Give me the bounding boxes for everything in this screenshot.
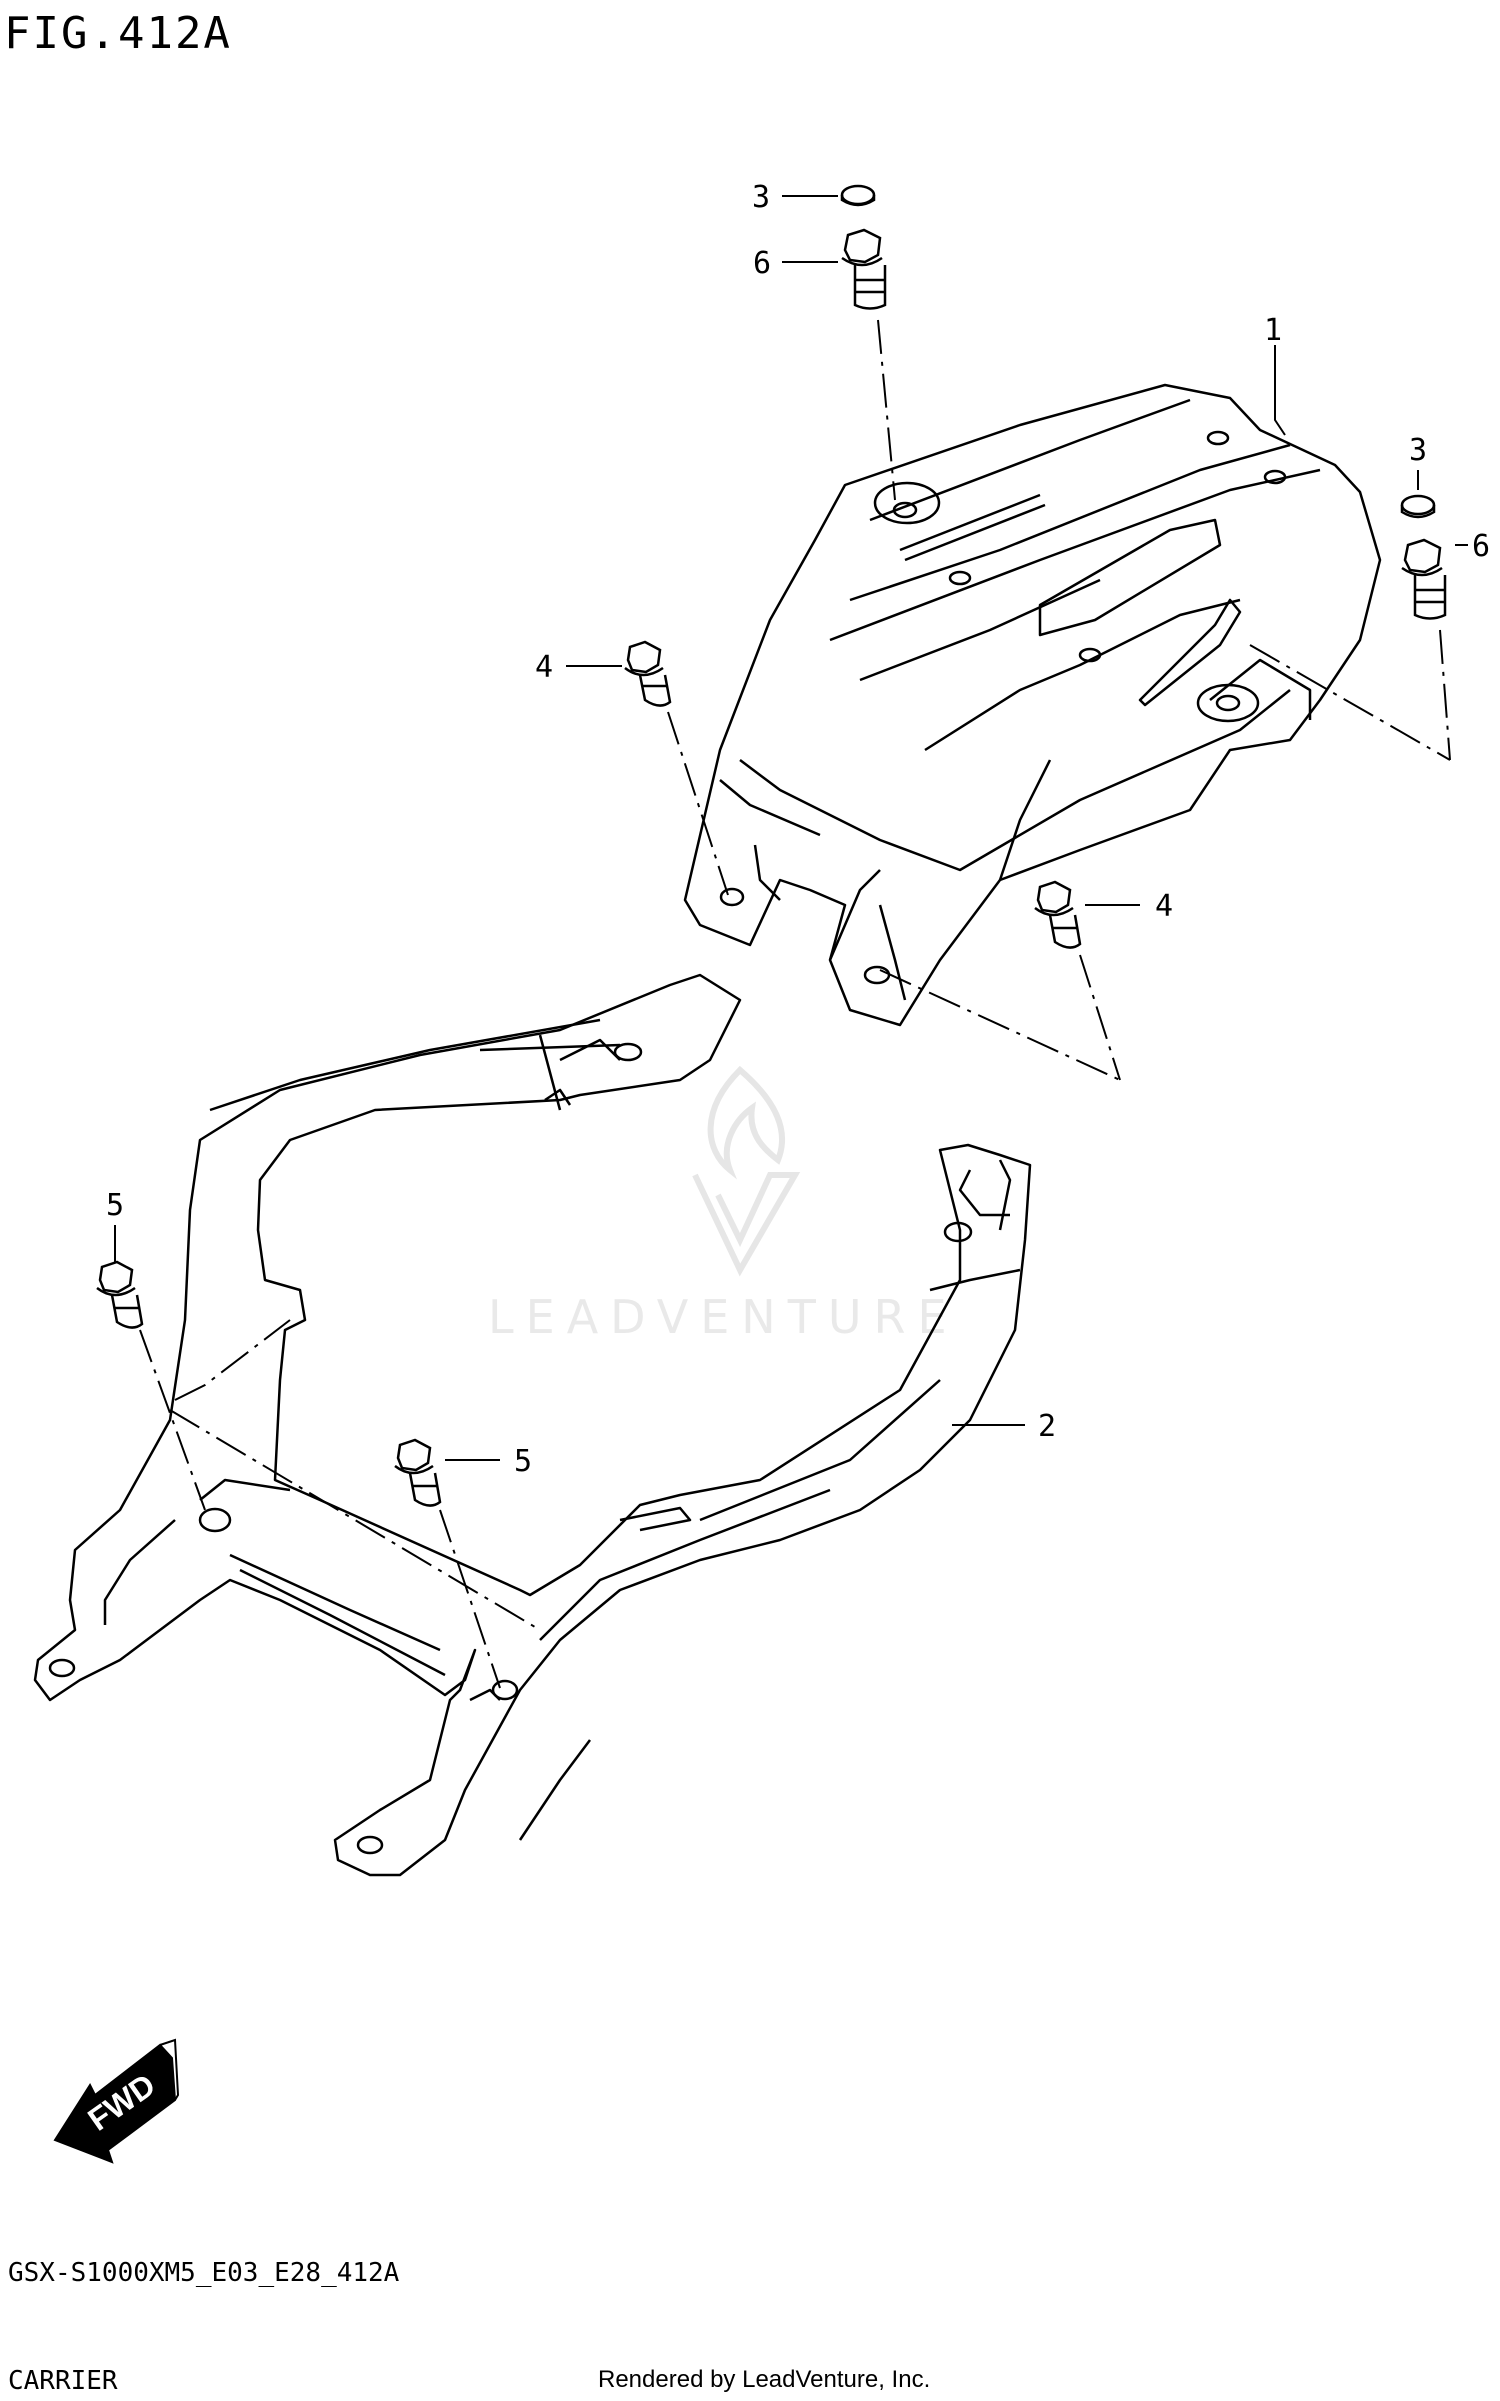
plug-cap-part-3-right	[1400, 494, 1436, 519]
callout-3-right: 3	[1409, 433, 1427, 468]
bolt-part-5-middle	[394, 1438, 442, 1507]
watermark-text: LEADVENTURE	[488, 1290, 959, 1344]
callout-6-right: 6	[1472, 529, 1490, 564]
callout-4-right: 4	[1155, 889, 1173, 924]
figure-title: FIG.412A	[4, 8, 232, 59]
callout-3-top: 3	[752, 180, 770, 215]
bolt-part-5-left	[96, 1260, 144, 1329]
callout-4-left: 4	[535, 650, 553, 685]
plug-cap-part-3-top	[840, 184, 876, 207]
callout-5-middle: 5	[514, 1444, 532, 1479]
render-credit: Rendered by LeadVenture, Inc.	[598, 2366, 931, 2393]
figure-code: GSX-S1000XM5_E03_E28_412A	[8, 2258, 400, 2288]
forward-arrow-icon: FWD	[53, 2038, 180, 2164]
carrier-plate-part-1	[683, 383, 1382, 1027]
bolt-part-6-top	[841, 228, 887, 310]
bolt-part-4-left	[624, 640, 672, 707]
bolt-part-4-right	[1034, 880, 1082, 949]
callout-1: 1	[1264, 313, 1282, 348]
callout-6-top: 6	[753, 246, 771, 281]
callout-2: 2	[1038, 1409, 1056, 1444]
callout-5-left: 5	[106, 1188, 124, 1223]
assembly-guide-lines	[139, 319, 1451, 1689]
bolt-part-6-right	[1401, 538, 1447, 620]
figure-name: CARRIER	[8, 2366, 118, 2396]
watermark-logo	[692, 1065, 801, 1277]
carrier-bracket-part-2	[33, 973, 1032, 1877]
callout-leader-lines	[114, 195, 1468, 1461]
